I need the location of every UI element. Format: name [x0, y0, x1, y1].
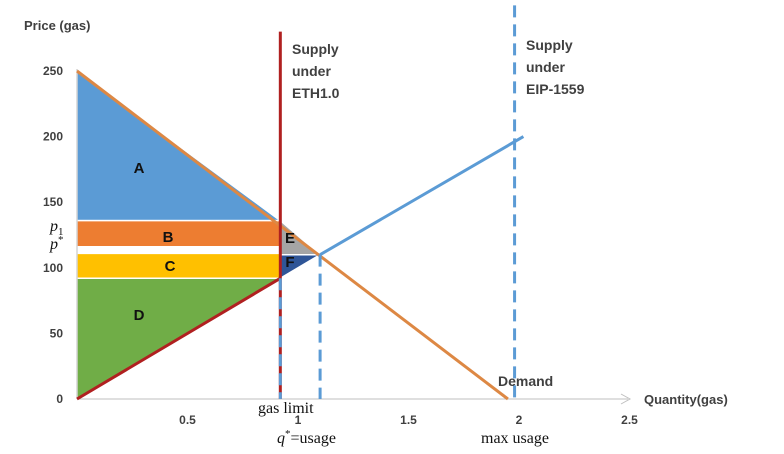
- y-tick-label: 150: [43, 195, 63, 209]
- supply-eip1559-label: Supply: [526, 37, 573, 53]
- x-tick-label: 1.5: [400, 413, 417, 427]
- y-tick-label: 0: [56, 392, 63, 406]
- y-axis-label: Price (gas): [24, 18, 90, 33]
- y-tick-label: 50: [50, 326, 64, 340]
- region-c: [76, 252, 282, 280]
- region-label-c: C: [165, 258, 176, 275]
- series-line-2: [76, 277, 282, 401]
- region-b: [76, 219, 282, 248]
- supply-eip1559-label: under: [526, 59, 565, 75]
- price-p1-label: p1: [49, 218, 64, 238]
- region-label-e: E: [285, 230, 295, 247]
- gas-limit-label: gas limit: [258, 400, 314, 417]
- region-label-a: A: [134, 160, 145, 177]
- supply-eip1559-label: EIP-1559: [526, 81, 585, 97]
- x-tick-label: 2: [516, 413, 523, 427]
- demand-label: Demand: [498, 373, 553, 389]
- usage-label: q*=usage: [277, 428, 336, 447]
- max-usage-label: max usage: [481, 430, 549, 447]
- series-demand-line: [76, 69, 509, 401]
- region-label-f: F: [285, 254, 294, 271]
- supply-eth1-label: under: [292, 63, 331, 79]
- y-tick-label: 200: [43, 130, 63, 144]
- x-tick-label: 2.5: [621, 413, 638, 427]
- supply-eth1-label: ETH1.0: [292, 85, 340, 101]
- price-pstar-label: p*: [49, 234, 64, 253]
- region-label-b: B: [163, 229, 174, 246]
- x-tick-label: 1: [295, 413, 302, 427]
- region-label-d: D: [134, 307, 145, 324]
- y-tick-label: 100: [43, 261, 63, 275]
- series-line-1: [319, 135, 525, 256]
- supply-eth1-label: Supply: [292, 41, 339, 57]
- x-axis-label: Quantity(gas): [644, 392, 728, 407]
- x-axis-arrow-icon: [620, 393, 632, 405]
- x-tick-label: 0.5: [179, 413, 196, 427]
- y-tick-label: 250: [43, 64, 63, 78]
